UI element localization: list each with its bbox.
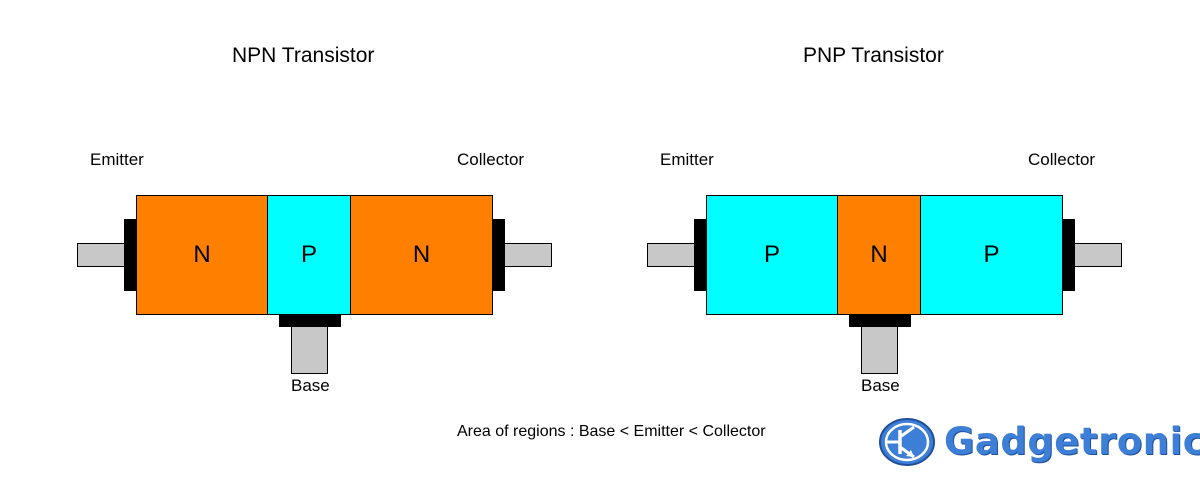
- npn-base-label: Base: [291, 376, 330, 395]
- pnp-collector-contact: [1063, 219, 1075, 291]
- pnp-emitter-lead: [647, 243, 695, 267]
- pnp-emitter-region: P: [706, 195, 838, 315]
- pnp-collector-lead: [1074, 243, 1122, 267]
- pnp-base-label: Base: [861, 376, 900, 395]
- pnp-base-region: N: [837, 195, 921, 315]
- area-caption: Area of regions : Base < Emitter < Colle…: [457, 423, 766, 440]
- pnp-emitter-contact: [694, 219, 707, 291]
- pnp-base-lead: [861, 326, 898, 374]
- npn-emitter-label: Emitter: [90, 150, 144, 169]
- npn-collector-label: Collector: [457, 150, 525, 169]
- npn-collector-lead: [504, 243, 552, 267]
- npn-title: NPN Transistor: [232, 44, 375, 67]
- npn-collector-region: N: [350, 195, 493, 315]
- npn-collector-contact: [493, 219, 505, 291]
- npn-emitter-region: N: [136, 195, 268, 315]
- transistor-symbol-icon: [878, 417, 936, 467]
- logo-wordmark: Gadgetronicx: [944, 420, 1200, 463]
- pnp-collector-region: P: [920, 195, 1063, 315]
- npn-base-region: P: [267, 195, 351, 315]
- npn-base-contact: [279, 314, 341, 327]
- pnp-base-contact: [849, 314, 911, 327]
- pnp-emitter-label: Emitter: [660, 150, 714, 169]
- pnp-title: PNP Transistor: [803, 44, 944, 67]
- pnp-collector-label: Collector: [1028, 150, 1096, 169]
- npn-emitter-lead: [77, 243, 125, 267]
- npn-base-lead: [291, 326, 328, 374]
- npn-emitter-contact: [124, 219, 137, 291]
